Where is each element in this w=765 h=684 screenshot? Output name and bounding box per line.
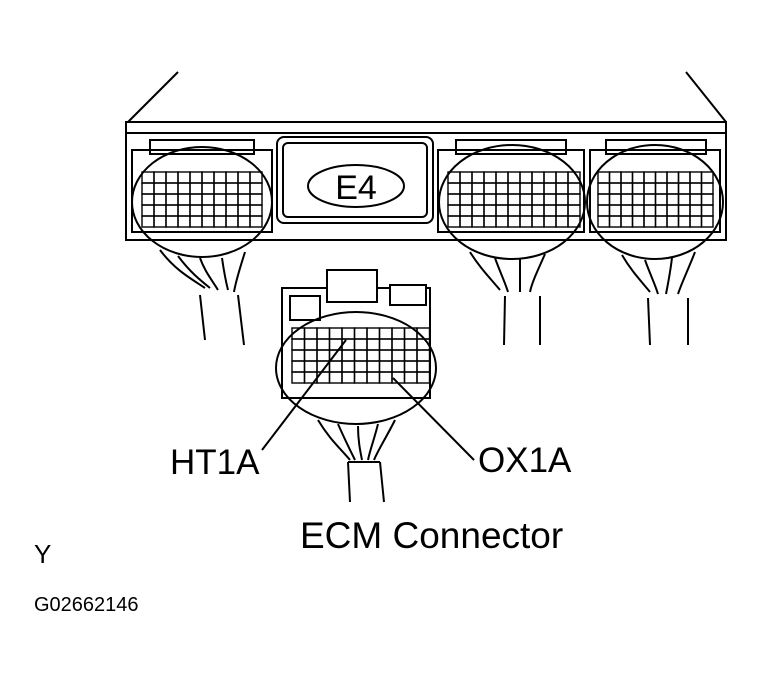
e4-badge-outline [307,164,405,208]
caption-ecm-connector: ECM Connector [300,515,563,556]
terminal-ht1a-label: HT1A [170,443,260,482]
pin-cell [700,215,714,228]
ox1a-leader-line [392,377,475,461]
view-mark-label: Y [34,539,51,569]
ecm-harness-wires [159,249,696,346]
detached-ecm-connector [275,269,437,425]
connector-code-label: E4 [335,169,377,207]
ht1a-leader-line [261,339,347,451]
pin-cell [249,215,263,228]
right-socket-b [586,139,724,260]
pin-cell [416,371,431,384]
connector-harness-wires [317,419,396,503]
terminal-ox1a-label: OX1A [478,441,572,480]
figure-id-label: G02662146 [34,594,139,616]
left-socket [131,139,273,258]
e4-label-window: E4 [276,136,434,224]
right-socket-a [437,139,586,260]
